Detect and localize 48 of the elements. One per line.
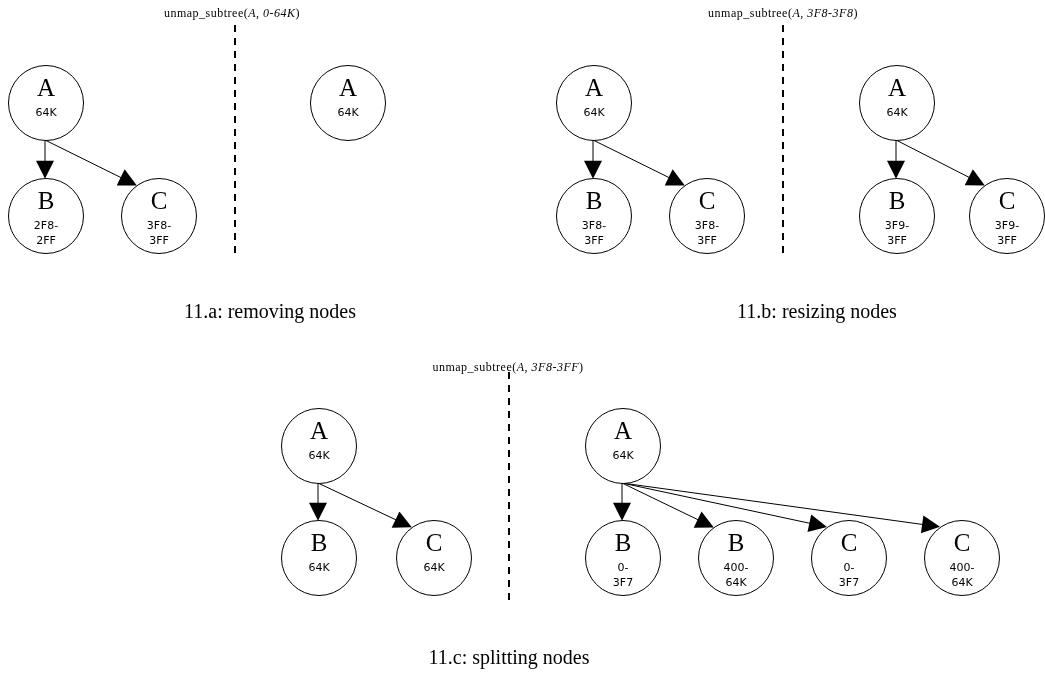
address-range: 3F8-3FF bbox=[580, 218, 608, 248]
node-name: A bbox=[309, 418, 329, 444]
node-name: A bbox=[338, 75, 358, 101]
address-range: 400-64K bbox=[948, 560, 976, 590]
node-name: A bbox=[36, 75, 56, 101]
address-range: 64K bbox=[422, 560, 446, 575]
node-name: C bbox=[150, 188, 168, 214]
function-call-label: unmap_subtree(A, 3F8-3FF) bbox=[432, 360, 584, 375]
function-call-label: unmap_subtree(A, 3F8-3F8) bbox=[708, 6, 858, 21]
node-name: B bbox=[888, 188, 906, 214]
node-name: C bbox=[953, 530, 971, 556]
node-name: B bbox=[585, 188, 603, 214]
node-name: C bbox=[998, 188, 1016, 214]
address-range: 64K bbox=[611, 448, 635, 463]
arrow bbox=[309, 482, 327, 521]
panel-caption: 11.c: splitting nodes bbox=[428, 646, 590, 669]
function-call-label: unmap_subtree(A, 0-64K) bbox=[163, 6, 301, 21]
address-range: 64K bbox=[307, 560, 331, 575]
address-range: 0-3F7 bbox=[837, 560, 861, 590]
panel-caption: 11.a: removing nodes bbox=[184, 300, 356, 323]
node-name: A bbox=[584, 75, 604, 101]
arrow bbox=[613, 482, 631, 521]
node-name: B bbox=[310, 530, 328, 556]
node-name: B bbox=[727, 530, 745, 556]
tree-node-circle bbox=[969, 178, 1045, 254]
panel-caption: 11.b: resizing nodes bbox=[737, 300, 897, 323]
address-range: 0-3F7 bbox=[611, 560, 635, 590]
node-name: C bbox=[425, 530, 443, 556]
address-range: 64K bbox=[307, 448, 331, 463]
address-range: 64K bbox=[34, 105, 58, 120]
address-range: 400-64K bbox=[722, 560, 750, 590]
node-name: B bbox=[37, 188, 55, 214]
node-name: A bbox=[887, 75, 907, 101]
address-range: 3F9-3FF bbox=[883, 218, 911, 248]
arrow bbox=[887, 139, 905, 179]
arrow bbox=[36, 139, 54, 179]
address-range: 64K bbox=[885, 105, 909, 120]
node-name: C bbox=[840, 530, 858, 556]
arrow bbox=[584, 139, 602, 179]
address-range: 64K bbox=[336, 105, 360, 120]
address-range: 3F9-3FF bbox=[993, 218, 1021, 248]
address-range: 3F8-3FF bbox=[693, 218, 721, 248]
address-range: 64K bbox=[582, 105, 606, 120]
node-name: C bbox=[698, 188, 716, 214]
node-name: B bbox=[614, 530, 632, 556]
address-range: 3F8-3FF bbox=[145, 218, 173, 248]
node-name: A bbox=[613, 418, 633, 444]
address-range: 2F8-2FF bbox=[32, 218, 60, 248]
